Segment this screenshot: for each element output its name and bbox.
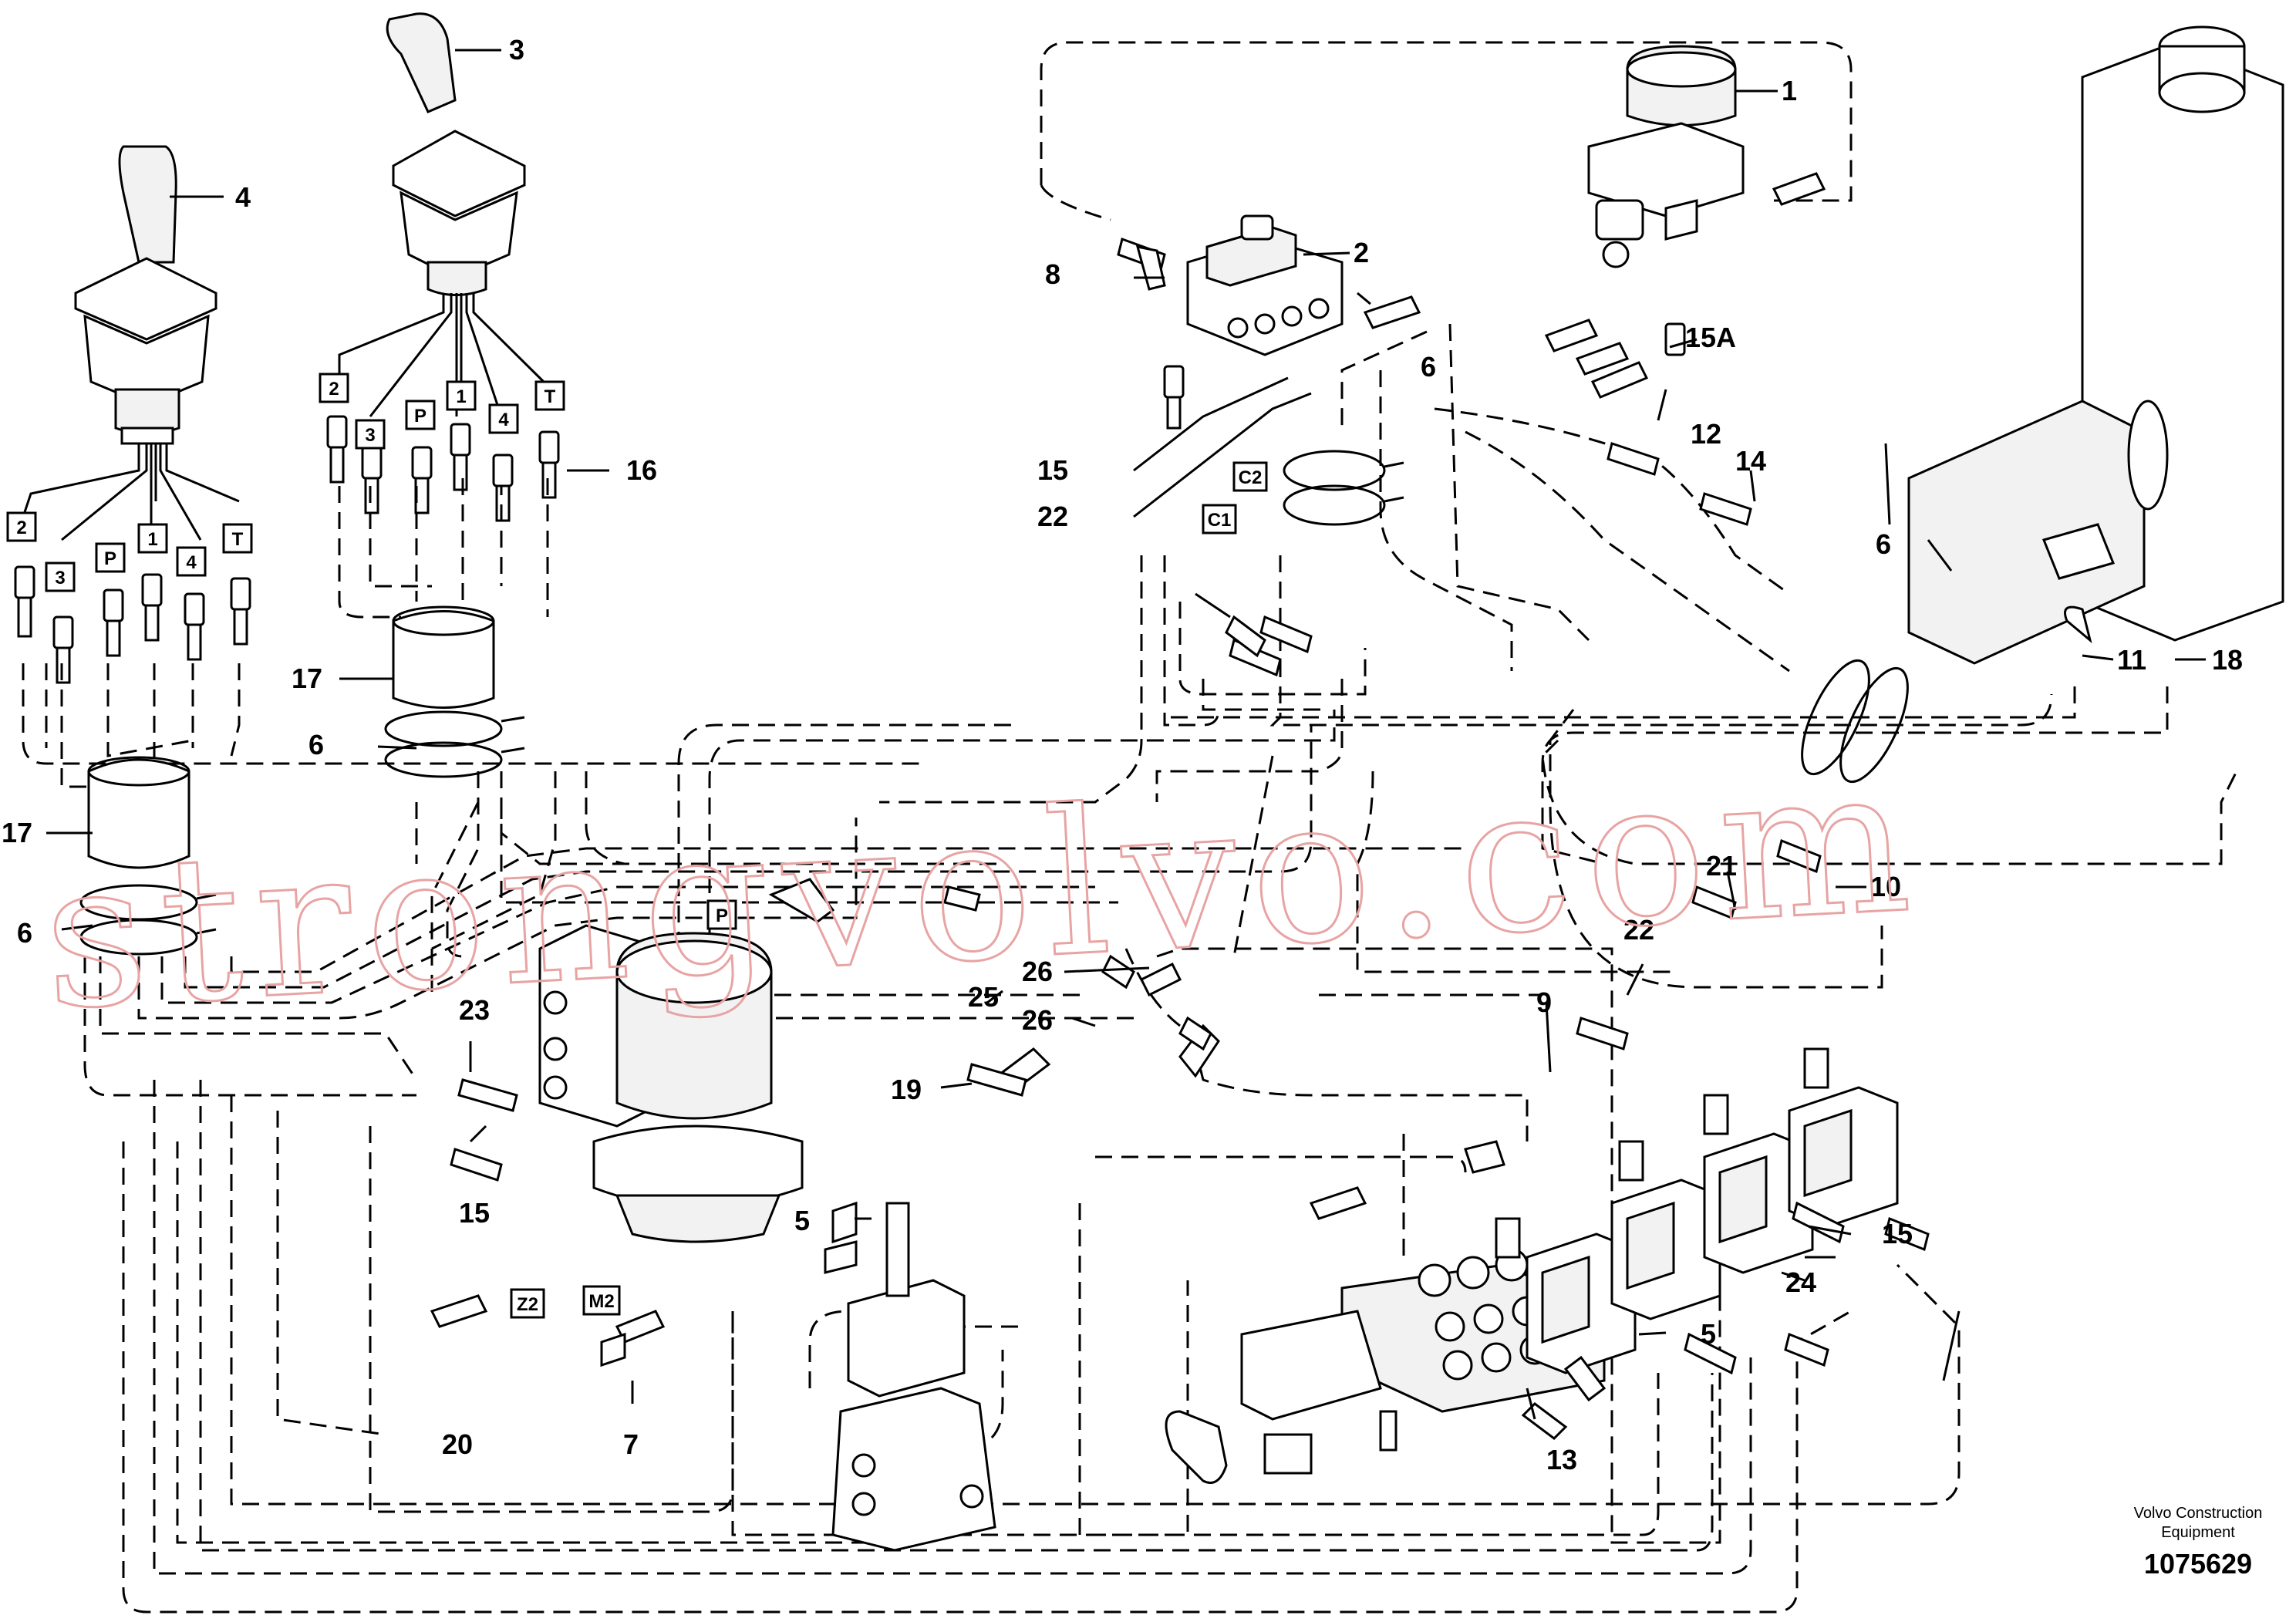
port-M2-text: M2 bbox=[588, 1291, 614, 1312]
left-port-P: P bbox=[95, 542, 126, 573]
accumulator-assembly bbox=[1587, 45, 1745, 268]
right-port-P: P bbox=[405, 400, 436, 430]
right-port-2: 2 bbox=[319, 373, 349, 403]
left-joystick-assembly bbox=[22, 145, 240, 541]
port-Z2: Z2 bbox=[510, 1288, 545, 1319]
right-port-3-text: 3 bbox=[365, 425, 375, 446]
callout-leaders bbox=[46, 49, 2206, 1420]
footer-block: Volvo Construction Equipment 1075629 bbox=[2134, 1505, 2263, 1580]
left-port-3: 3 bbox=[45, 561, 76, 592]
pilot-valve-block bbox=[1186, 214, 1344, 356]
left-port-1-text: 1 bbox=[147, 529, 157, 550]
callout-19: 19 bbox=[891, 1074, 922, 1105]
callout-22-pilot: 22 bbox=[1037, 501, 1068, 532]
left-port-P-text: P bbox=[104, 548, 116, 569]
callout-15-pilot: 15 bbox=[1037, 454, 1068, 486]
right-port-1: 1 bbox=[446, 380, 477, 411]
port-Z2-text: Z2 bbox=[517, 1294, 538, 1315]
callout-20: 20 bbox=[442, 1428, 473, 1460]
footer-part-number: 1075629 bbox=[2144, 1548, 2252, 1580]
footer-company-line2: Equipment bbox=[2161, 1524, 2235, 1541]
left-port-2: 2 bbox=[6, 511, 37, 542]
port-C1: C1 bbox=[1202, 504, 1237, 534]
port-P-motor: P bbox=[706, 899, 737, 930]
right-port-1-text: 1 bbox=[456, 386, 466, 407]
right-joystick-fittings bbox=[326, 415, 560, 522]
callout-12: 12 bbox=[1691, 418, 1721, 450]
left-port-T-text: T bbox=[232, 529, 244, 550]
left-joystick-fittings bbox=[14, 565, 251, 684]
left-port-4-text: 4 bbox=[186, 552, 197, 573]
callout-25: 25 bbox=[968, 981, 999, 1013]
right-port-4-text: 4 bbox=[498, 410, 509, 430]
callout-15-motor: 15 bbox=[459, 1197, 490, 1229]
callout-17-left: 17 bbox=[2, 817, 32, 848]
callout-5-right: 5 bbox=[1701, 1318, 1716, 1350]
port-C2: C2 bbox=[1232, 461, 1268, 492]
callout-18: 18 bbox=[2212, 644, 2243, 676]
port-labels: 2 3 P 1 4 T 2 3 P 1 4 T C1 C2 P Z2 M2 bbox=[6, 373, 1268, 1319]
callout-24: 24 bbox=[1785, 1266, 1816, 1298]
elbow-fittings bbox=[430, 245, 1930, 1452]
right-joystick-assembly bbox=[338, 12, 549, 417]
hose-sleeves-and-clamps bbox=[79, 450, 1909, 956]
left-port-2-text: 2 bbox=[16, 518, 26, 538]
callout-26-top: 26 bbox=[1022, 956, 1053, 987]
right-port-P-text: P bbox=[414, 406, 426, 427]
port-P-motor-text: P bbox=[716, 905, 728, 926]
callout-21: 21 bbox=[1706, 850, 1737, 882]
callout-26-bottom: 26 bbox=[1022, 1004, 1053, 1036]
callout-7: 7 bbox=[623, 1428, 639, 1460]
left-port-T: T bbox=[222, 523, 253, 554]
callout-4: 4 bbox=[235, 181, 251, 213]
right-port-T-text: T bbox=[544, 386, 556, 407]
callout-6-left: 6 bbox=[17, 917, 32, 949]
callout-2: 2 bbox=[1354, 237, 1369, 268]
callout-10: 10 bbox=[1870, 871, 1901, 902]
rotary-joint bbox=[831, 1202, 996, 1552]
callout-6-tank: 6 bbox=[1876, 528, 1891, 560]
port-C2-text: C2 bbox=[1239, 467, 1263, 488]
callout-17-mid: 17 bbox=[292, 663, 322, 694]
valve-sections-right bbox=[1495, 1047, 1899, 1374]
callout-9: 9 bbox=[1536, 986, 1552, 1018]
pilot-area-fittings bbox=[1117, 172, 1826, 677]
callout-3: 3 bbox=[509, 34, 524, 66]
left-port-1: 1 bbox=[137, 523, 168, 554]
callout-6-pilot: 6 bbox=[1421, 351, 1436, 383]
callout-15A: 15A bbox=[1685, 322, 1736, 353]
right-port-4: 4 bbox=[488, 403, 519, 434]
callout-16: 16 bbox=[626, 454, 657, 486]
callout-13: 13 bbox=[1546, 1444, 1577, 1475]
callout-23: 23 bbox=[459, 994, 490, 1026]
callout-15-right: 15 bbox=[1882, 1218, 1913, 1249]
callout-5-left: 5 bbox=[794, 1205, 810, 1236]
callout-22-right: 22 bbox=[1623, 914, 1654, 946]
callout-8: 8 bbox=[1045, 258, 1060, 290]
hydraulic-tank bbox=[1907, 25, 2284, 665]
swing-motor bbox=[538, 924, 804, 1243]
right-port-2-text: 2 bbox=[329, 379, 339, 400]
callout-11: 11 bbox=[2117, 644, 2146, 676]
watermark-text: strongvolvo.com bbox=[38, 723, 1929, 1054]
callout-14: 14 bbox=[1735, 445, 1766, 477]
left-port-3-text: 3 bbox=[55, 568, 65, 588]
footer-company-line1: Volvo Construction bbox=[2134, 1505, 2263, 1522]
left-port-4: 4 bbox=[176, 546, 207, 577]
right-port-T: T bbox=[534, 380, 565, 411]
port-M2: M2 bbox=[582, 1285, 621, 1316]
port-C1-text: C1 bbox=[1208, 510, 1232, 531]
callout-1: 1 bbox=[1782, 75, 1797, 106]
callout-6-mid: 6 bbox=[308, 729, 324, 760]
callout-numbers: 1 2 3 4 5 5 6 6 6 6 7 8 9 10 11 12 13 14… bbox=[2, 34, 2243, 1475]
right-port-3: 3 bbox=[355, 419, 386, 450]
